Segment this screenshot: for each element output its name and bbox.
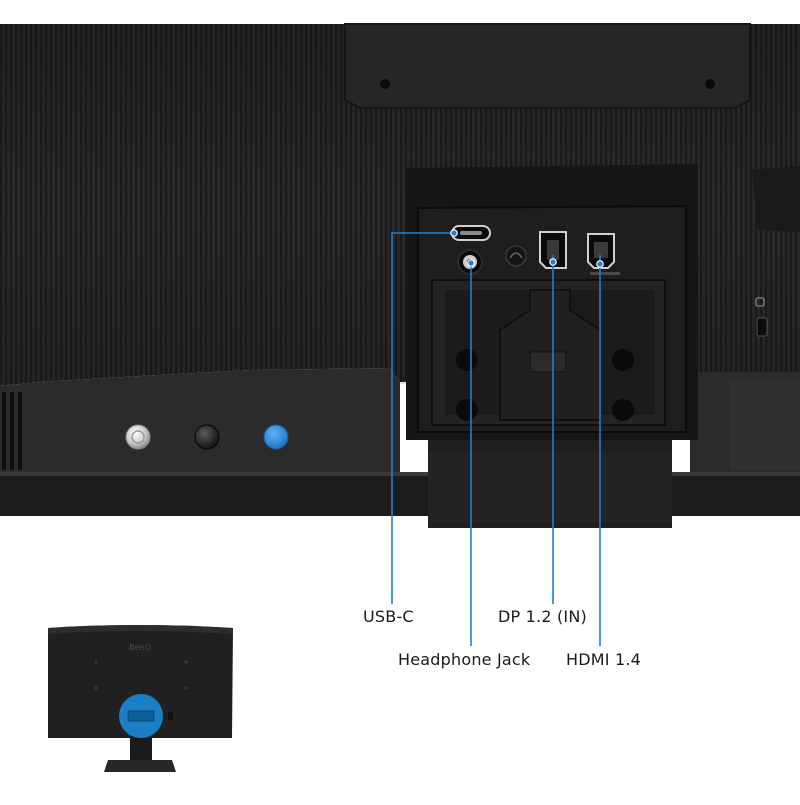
side-handle [752, 166, 800, 232]
mount-hole [456, 349, 478, 371]
joystick-silver-button [125, 424, 151, 450]
io-port-housing [406, 164, 698, 528]
displayport-icon [539, 231, 567, 269]
hdmi-port-icon [587, 233, 620, 275]
usb-c-label: USB-C [363, 607, 414, 626]
hdmi-label: HDMI 1.4 [566, 650, 642, 669]
callout-lines [391, 232, 601, 646]
usb-c-callout-line [391, 232, 453, 604]
vesa-screw-hole [705, 79, 715, 89]
joystick-ring [131, 430, 145, 444]
thumbnail-logo: BenQ [129, 643, 151, 652]
mount-hole [612, 349, 634, 371]
vesa-screw-hole [380, 79, 390, 89]
mount-hole [456, 399, 478, 421]
headphone-symbol-icon [505, 245, 527, 267]
headphone-jack-label: Headphone Jack [398, 650, 531, 669]
kensington-lock-icon [755, 297, 768, 337]
blue-power-button [263, 424, 289, 450]
monitor-thumbnail: BenQ [48, 625, 233, 772]
callout-dots [450, 229, 604, 268]
black-control-button [194, 424, 220, 450]
displayport-label: DP 1.2 (IN) [498, 607, 587, 626]
mount-hole [612, 399, 634, 421]
